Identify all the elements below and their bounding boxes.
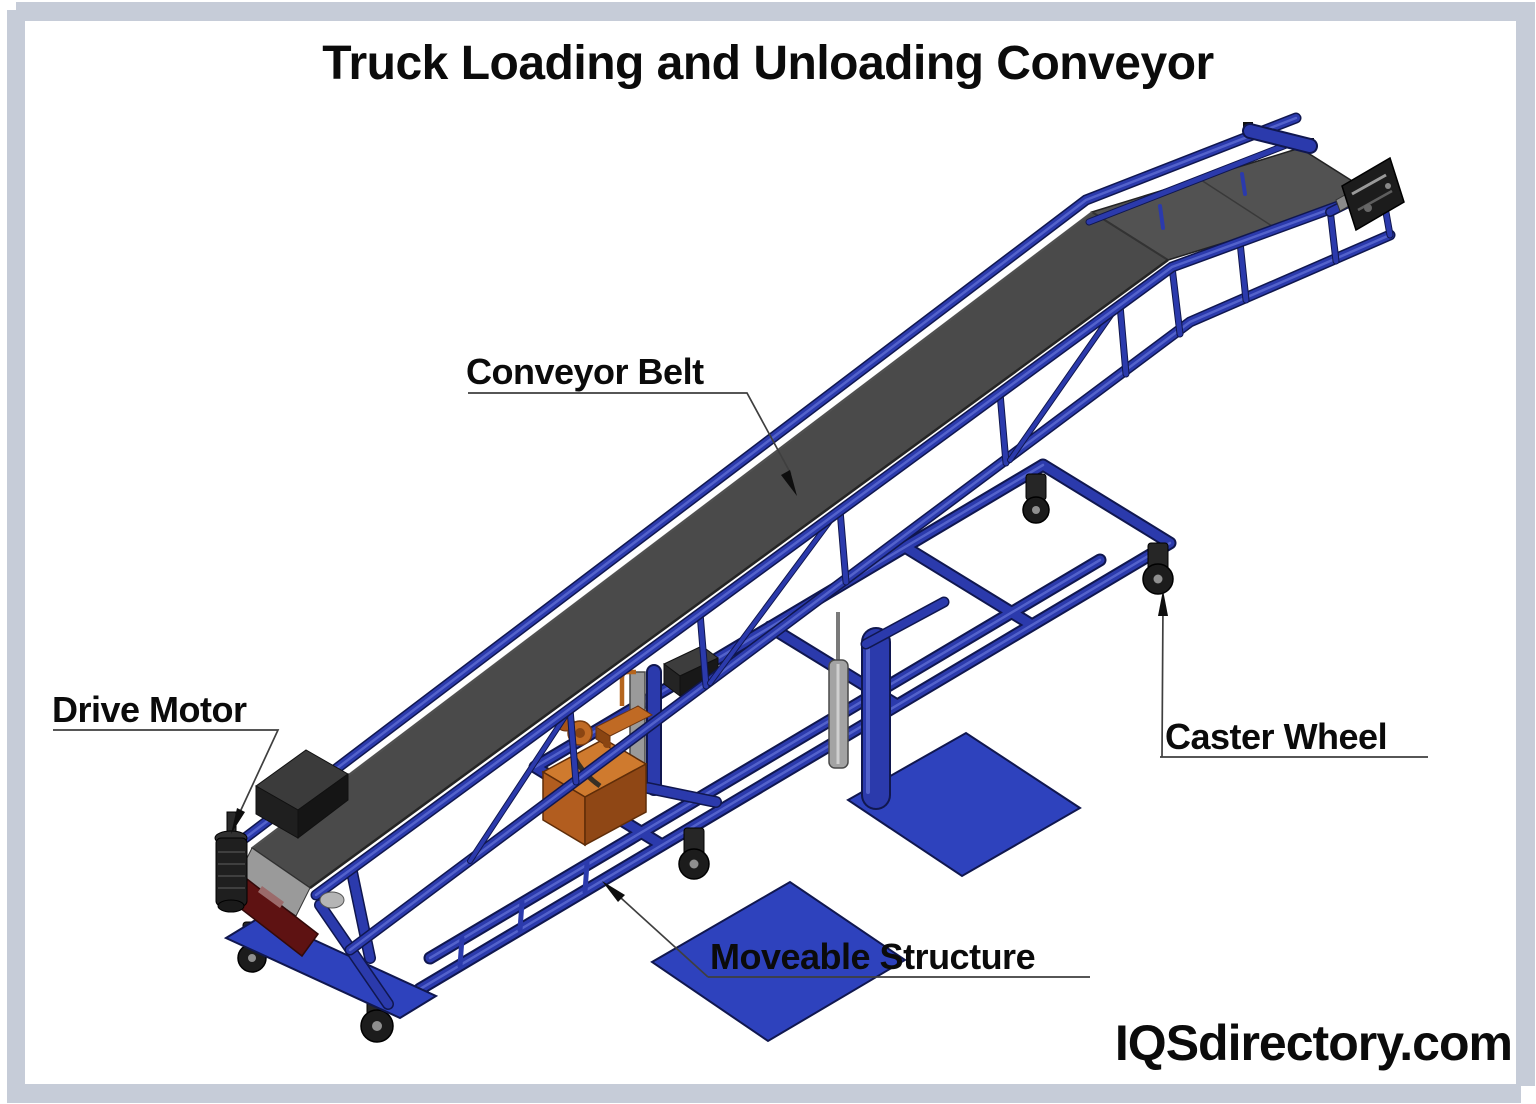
moveable-structure-frame [413, 458, 1177, 996]
lift-column [629, 596, 950, 810]
diagram-title: Truck Loading and Unloading Conveyor [322, 37, 1214, 90]
head-pulley-assembly [1242, 122, 1405, 232]
label-drive-motor: Drive Motor [52, 689, 247, 730]
border-left [7, 10, 25, 1084]
label-conveyor-belt: Conveyor Belt [466, 351, 704, 392]
caster-wheel-near-right [1142, 542, 1174, 595]
moveable-structure-leader [602, 881, 1090, 978]
caster-wheels [678, 473, 1174, 880]
watermark-text: IQSdirectory.com [1114, 1015, 1513, 1071]
label-caster-wheel: Caster Wheel [1165, 716, 1388, 757]
border-right [1516, 2, 1535, 1086]
conveyor-belt-leader [468, 392, 797, 496]
tail-cart [223, 866, 439, 1043]
caster-wheel-middle [678, 827, 710, 880]
border-top [16, 2, 1534, 21]
drive-motor-leader [53, 729, 280, 834]
border-bottom [7, 1084, 1521, 1103]
label-moveable-structure: Moveable Structure [710, 936, 1036, 977]
floor-plate-left [650, 880, 907, 1043]
drive-motor-body [214, 811, 248, 913]
floor-plate-right [846, 731, 1082, 878]
caster-wheel-leader [1158, 590, 1428, 758]
caster-wheel-far-right [1022, 473, 1050, 524]
conveyor-truss [239, 112, 1396, 956]
drive-assembly [214, 749, 349, 958]
conveyor-near-rail [310, 138, 1388, 901]
